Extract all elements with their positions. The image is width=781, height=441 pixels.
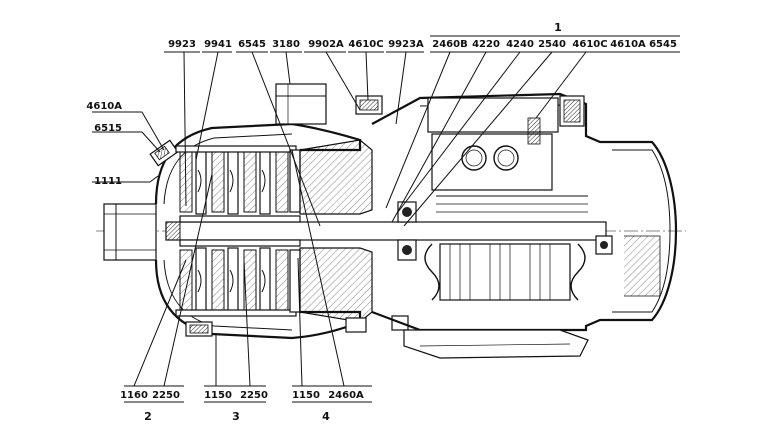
group-number: 1 [554, 21, 562, 34]
pump-assembly [96, 83, 686, 359]
suction-inlet [103, 203, 157, 261]
callout-label: 2460A [328, 390, 364, 401]
seal-bracket [299, 95, 409, 333]
callout-label: 9923A [388, 39, 424, 50]
callout-label: 9923 [168, 39, 196, 50]
callout-label: 6545 [649, 39, 677, 50]
callout-label: 6515 [94, 123, 122, 134]
callout-label: 6545 [238, 39, 266, 50]
stator-windings [449, 244, 551, 300]
callout-label: 4220 [472, 39, 500, 50]
top-drain-plug [149, 139, 179, 167]
discharge-port [275, 83, 327, 125]
callout-labels: 9923 9941 6545 3180 9902A 4610C 9923A 1 … [86, 21, 677, 423]
callout-label: 9941 [204, 39, 232, 50]
callout-label: 2540 [538, 39, 566, 50]
callout-label: 4610C [572, 39, 607, 50]
leader-lines [92, 35, 680, 403]
group-number: 3 [232, 410, 240, 423]
bottom-drain-plug [185, 321, 213, 337]
callout-label: 1111 [94, 176, 122, 187]
callout-label: 2460B [432, 39, 467, 50]
callout-label: 1150 [292, 390, 320, 401]
motor-housing [371, 92, 678, 359]
callout-label: 2250 [240, 390, 268, 401]
callout-label: 2250 [152, 390, 180, 401]
group-number: 2 [144, 410, 152, 423]
callout-label: 3180 [272, 39, 300, 50]
callout-label: 4610C [348, 39, 383, 50]
callout-label: 4610A [610, 39, 646, 50]
group-number: 4 [322, 410, 330, 423]
callout-label: 1160 [120, 390, 148, 401]
callout-label: 1150 [204, 390, 232, 401]
shaft [165, 215, 607, 247]
callout-label: 4240 [506, 39, 534, 50]
callout-label: 9902A [308, 39, 344, 50]
callout-label: 4610A [86, 101, 122, 112]
